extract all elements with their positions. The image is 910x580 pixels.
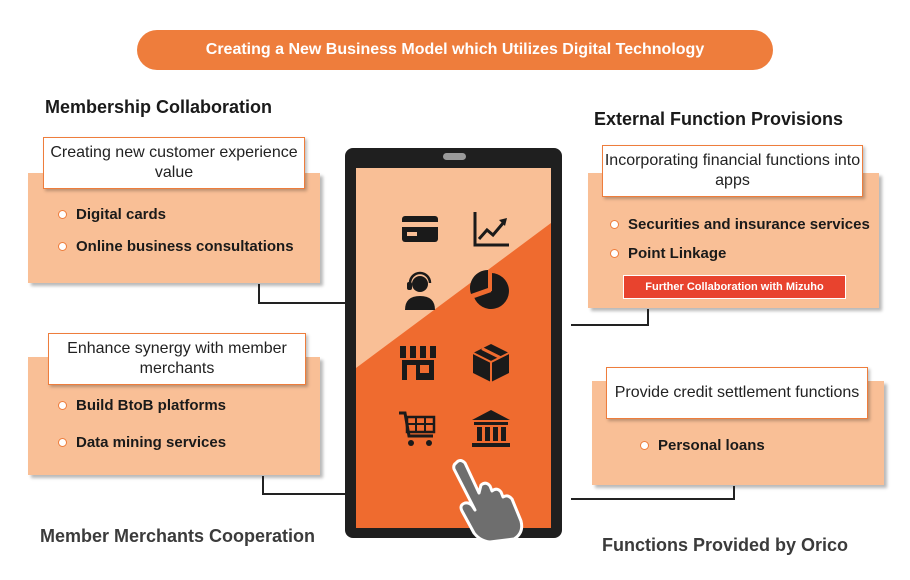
list-item-label: Personal loans	[658, 437, 765, 454]
connector-line	[571, 324, 649, 326]
connector-line	[733, 486, 735, 500]
connector-line	[571, 498, 735, 500]
list-item: Data mining services	[58, 434, 226, 451]
shopping-cart-icon	[399, 411, 436, 446]
bullet-icon	[58, 401, 67, 410]
bullet-icon	[58, 242, 67, 251]
list-item: Point Linkage	[610, 245, 726, 262]
list-item-label: Build BtoB platforms	[76, 397, 226, 414]
connector-line	[262, 493, 345, 495]
pie-chart-icon	[470, 270, 509, 309]
phone-speaker	[443, 153, 466, 160]
right-heading: External Function Provisions	[594, 109, 844, 129]
bank-icon	[472, 410, 510, 447]
left-heading: Membership Collaboration	[45, 97, 273, 117]
bullet-icon	[58, 210, 67, 219]
support-agent-icon	[405, 271, 435, 310]
right-bottom-caption: Provide credit settlement functions	[606, 367, 868, 419]
left-bottom-caption: Enhance synergy with member merchants	[48, 333, 306, 385]
list-item-label: Data mining services	[76, 434, 227, 451]
store-icon	[400, 346, 436, 380]
list-item-label: Point Linkage	[628, 245, 727, 262]
pointing-hand-icon	[452, 459, 524, 543]
banner-title: Creating a New Business Model which Util…	[205, 41, 705, 58]
list-item-label: Online business consultations	[76, 238, 294, 255]
list-item: Digital cards	[58, 206, 166, 223]
connector-line	[258, 284, 260, 304]
line-chart-icon	[473, 212, 509, 247]
list-item: Personal loans	[640, 437, 765, 454]
list-item: Build BtoB platforms	[58, 397, 226, 414]
connector-line	[262, 476, 264, 495]
left-footer: Member Merchants Cooperation	[40, 526, 316, 546]
bullet-icon	[640, 441, 649, 450]
left-top-caption: Creating new customer experience value	[43, 137, 305, 189]
list-item-label: Digital cards	[76, 206, 167, 223]
right-top-caption: Incorporating financial functions into a…	[602, 145, 863, 197]
connector-line	[647, 309, 649, 326]
list-item: Securities and insurance services	[610, 216, 870, 233]
bullet-icon	[58, 438, 67, 447]
package-box-icon	[472, 344, 510, 382]
bullet-icon	[610, 220, 619, 229]
mizuho-highlight-badge: Further Collaboration with Mizuho	[623, 275, 846, 299]
title-banner: Creating a New Business Model which Util…	[137, 30, 773, 70]
left-top-panel	[28, 173, 320, 283]
credit-card-icon	[402, 216, 438, 242]
connector-line	[258, 302, 345, 304]
bullet-icon	[610, 249, 619, 258]
right-footer: Functions Provided by Orico	[602, 535, 849, 555]
list-item: Online business consultations	[58, 238, 294, 255]
list-item-label: Securities and insurance services	[628, 216, 870, 233]
